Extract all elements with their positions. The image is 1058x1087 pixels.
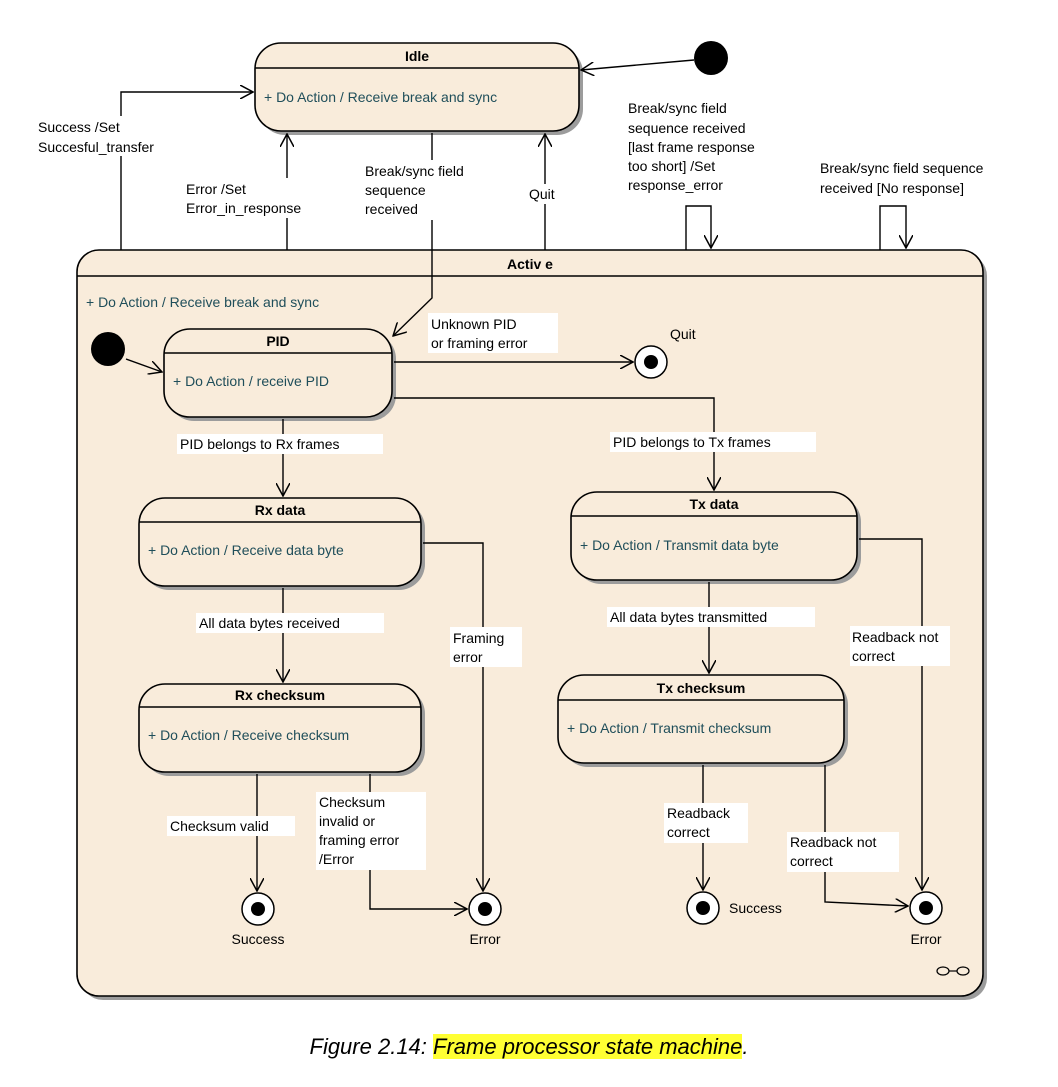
state-pid-action: + Do Action / receive PID: [173, 373, 329, 389]
state-tx-checksum-action: + Do Action / Transmit checksum: [567, 720, 771, 736]
state-tx-data-action: + Do Action / Transmit data byte: [580, 537, 779, 553]
svg-text:Quit: Quit: [529, 186, 555, 202]
initial-node-top: [694, 41, 728, 75]
edge-self-loop-no-response: [879, 205, 906, 250]
svg-text:Framing: Framing: [453, 630, 504, 646]
final-quit-label: Quit: [670, 326, 696, 342]
svg-text:received [No response]: received [No response]: [820, 180, 964, 196]
svg-text:Break/sync field: Break/sync field: [628, 100, 727, 116]
final-node-tx-error: [909, 891, 943, 925]
final-rx-error-label: Error: [469, 931, 500, 947]
svg-text:error: error: [453, 649, 483, 665]
caption-highlighted: Frame processor state machine: [433, 1034, 743, 1059]
svg-text:PID belongs to Tx frames: PID belongs to Tx frames: [613, 434, 771, 450]
caption-suffix: .: [742, 1034, 749, 1059]
edge-tx-data-to-error: [859, 538, 922, 890]
final-node-rx-error: [468, 892, 502, 926]
svg-text:sequence received: sequence received: [628, 120, 746, 136]
svg-text:Break/sync field sequence: Break/sync field sequence: [820, 160, 984, 176]
label-checksum-invalid: Checksum invalid or framing error /Error: [316, 792, 426, 870]
label-last-frame-short: Break/sync field sequence received [last…: [628, 100, 755, 193]
label-pid-tx: PID belongs to Tx frames: [610, 432, 816, 452]
edge-active-to-idle-success: [120, 92, 253, 250]
label-unknown-pid: Unknown PID or framing error: [428, 313, 558, 353]
svg-text:Success /Set: Success /Set: [38, 119, 120, 135]
state-rx-checksum: Rx checksum + Do Action / Receive checks…: [138, 683, 425, 776]
svg-text:Checksum: Checksum: [319, 794, 385, 810]
state-rx-data-title: Rx data: [255, 502, 306, 518]
svg-text:Error /Set: Error /Set: [186, 181, 246, 197]
state-idle: Idle + Do Action / Receive break and syn…: [254, 42, 583, 135]
label-checksum-valid: Checksum valid: [167, 816, 295, 836]
label-readback-not-correct-1: Readback not correct: [850, 626, 950, 666]
svg-text:correct: correct: [667, 824, 710, 840]
svg-text:PID belongs to Rx frames: PID belongs to Rx frames: [180, 436, 340, 452]
edge-self-loop-response-error: [685, 205, 711, 250]
svg-text:sequence: sequence: [365, 182, 426, 198]
svg-text:[last frame response: [last frame response: [628, 139, 755, 155]
state-machine-diagram: Activ e + Do Action / Receive break and …: [36, 41, 987, 1000]
state-idle-action: + Do Action / Receive break and sync: [264, 89, 497, 105]
state-tx-data: Tx data + Do Action / Transmit data byte: [570, 491, 861, 584]
svg-text:Readback not: Readback not: [852, 629, 939, 645]
svg-text:Succesful_transfer: Succesful_transfer: [38, 139, 154, 155]
composite-state-icon: [936, 966, 970, 976]
svg-text:Readback not: Readback not: [790, 834, 877, 850]
caption-prefix: Figure 2.14:: [309, 1034, 434, 1059]
svg-text:Readback: Readback: [667, 805, 731, 821]
svg-text:/Error: /Error: [319, 851, 354, 867]
svg-text:Error_in_response: Error_in_response: [186, 200, 301, 216]
final-node-quit: [634, 345, 668, 379]
label-readback-correct: Readback correct: [664, 803, 748, 843]
label-break-sync-enter: Break/sync field sequence received: [362, 160, 492, 220]
state-idle-title: Idle: [405, 48, 429, 64]
state-rx-checksum-action: + Do Action / Receive checksum: [148, 727, 349, 743]
svg-text:or framing error: or framing error: [431, 335, 528, 351]
edge-tx-checksum-to-error: [824, 765, 908, 906]
label-success-set: Success /Set Succesful_transfer: [36, 116, 186, 156]
svg-text:All data bytes transmitted: All data bytes transmitted: [610, 609, 767, 625]
svg-text:too short] /Set: too short] /Set: [628, 158, 715, 174]
edge-rx-data-to-error: [423, 542, 483, 891]
state-rx-data: Rx data + Do Action / Receive data byte: [138, 497, 425, 590]
state-pid-title: PID: [266, 333, 289, 349]
label-all-rx: All data bytes received: [196, 613, 384, 633]
final-rx-success-label: Success: [232, 931, 285, 947]
svg-text:correct: correct: [790, 853, 833, 869]
label-all-tx: All data bytes transmitted: [607, 607, 815, 627]
edge-initial-to-idle: [581, 59, 695, 70]
svg-text:correct: correct: [852, 648, 895, 664]
svg-text:invalid or: invalid or: [319, 813, 375, 829]
svg-text:framing error: framing error: [319, 832, 399, 848]
state-rx-data-action: + Do Action / Receive data byte: [148, 542, 344, 558]
final-tx-success-label: Success: [729, 900, 782, 916]
label-no-response: Break/sync field sequence received [No r…: [820, 160, 984, 196]
svg-text:Break/sync field: Break/sync field: [365, 163, 464, 179]
final-node-tx-success: [686, 891, 720, 925]
figure-caption: Figure 2.14: Frame processor state machi…: [0, 1034, 1058, 1060]
svg-text:Unknown PID: Unknown PID: [431, 316, 517, 332]
state-tx-checksum: Tx checksum + Do Action / Transmit check…: [557, 674, 848, 767]
state-active-action: + Do Action / Receive break and sync: [86, 294, 319, 310]
edge-initial-to-pid: [125, 358, 162, 372]
label-pid-rx: PID belongs to Rx frames: [177, 434, 383, 454]
initial-node-active: [91, 332, 125, 366]
state-rx-checksum-title: Rx checksum: [235, 687, 325, 703]
label-error-set: Error /Set Error_in_response: [184, 178, 330, 218]
edge-pid-to-tx-data: [394, 397, 714, 490]
state-tx-checksum-title: Tx checksum: [657, 680, 746, 696]
final-node-rx-success: [241, 892, 275, 926]
svg-text:All data bytes received: All data bytes received: [199, 615, 340, 631]
state-tx-data-title: Tx data: [689, 496, 738, 512]
svg-text:Checksum valid: Checksum valid: [170, 818, 269, 834]
state-pid: PID + Do Action / receive PID: [163, 328, 396, 421]
state-active-title: Activ e: [507, 256, 553, 272]
label-readback-not-correct-2: Readback not correct: [787, 832, 899, 872]
svg-text:received: received: [365, 201, 418, 217]
label-framing-error: Framing error: [450, 627, 522, 667]
final-tx-error-label: Error: [910, 931, 941, 947]
svg-text:response_error: response_error: [628, 177, 723, 193]
label-quit: Quit: [526, 184, 564, 204]
